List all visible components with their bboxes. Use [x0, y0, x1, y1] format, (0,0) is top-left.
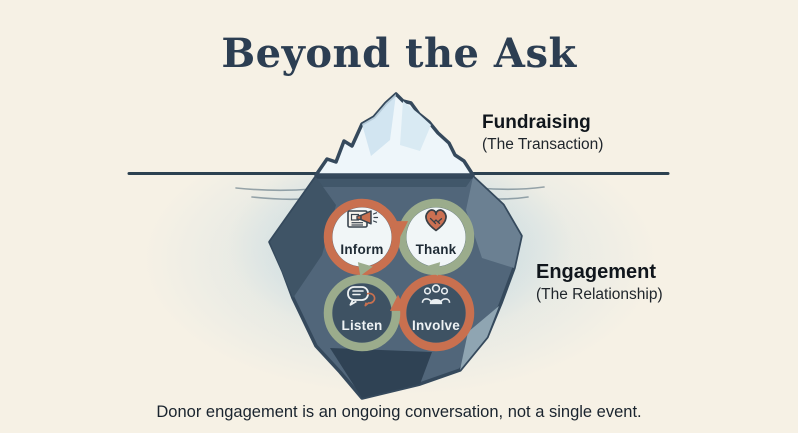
iceberg-tip — [314, 92, 475, 177]
engagement-subheading: (The Relationship) — [536, 286, 663, 303]
listen-circle — [332, 283, 392, 343]
people-group-icon — [421, 284, 451, 305]
cycle-arrow-involve-to-listen — [389, 294, 407, 311]
engagement-heading: Engagement — [536, 261, 657, 283]
thank-circle — [406, 207, 466, 267]
fundraising-heading: Fundraising — [482, 112, 591, 133]
step-label-listen: Listen — [341, 318, 383, 333]
megaphone-newsletter-icon — [347, 210, 379, 228]
cycle-arrow-inform-to-thank — [391, 221, 409, 238]
speech-bubbles-icon — [347, 286, 376, 307]
fundraising-subheading: (The Transaction) — [482, 135, 604, 153]
involve-ring — [397, 274, 475, 352]
fundraising-label-block: Fundraising (The Transaction) — [482, 112, 603, 154]
listen-ring — [323, 274, 401, 352]
step-label-thank: Thank — [415, 242, 457, 257]
page-title: Beyond the Ask — [221, 30, 577, 77]
involve-circle — [406, 283, 466, 343]
step-label-involve: Involve — [412, 318, 460, 333]
engagement-label-block: Engagement (The Relationship) — [536, 261, 663, 304]
handshake-heart-icon — [425, 209, 447, 232]
cycle-arrow-thank-to-involve — [425, 262, 441, 276]
cycle-arrow-listen-to-inform — [357, 262, 373, 276]
step-label-inform: Inform — [340, 242, 384, 257]
caption-text: Donor engagement is an ongoing conversat… — [156, 403, 642, 421]
engagement-cycle — [323, 198, 475, 352]
iceberg-underwater-body — [268, 175, 523, 400]
